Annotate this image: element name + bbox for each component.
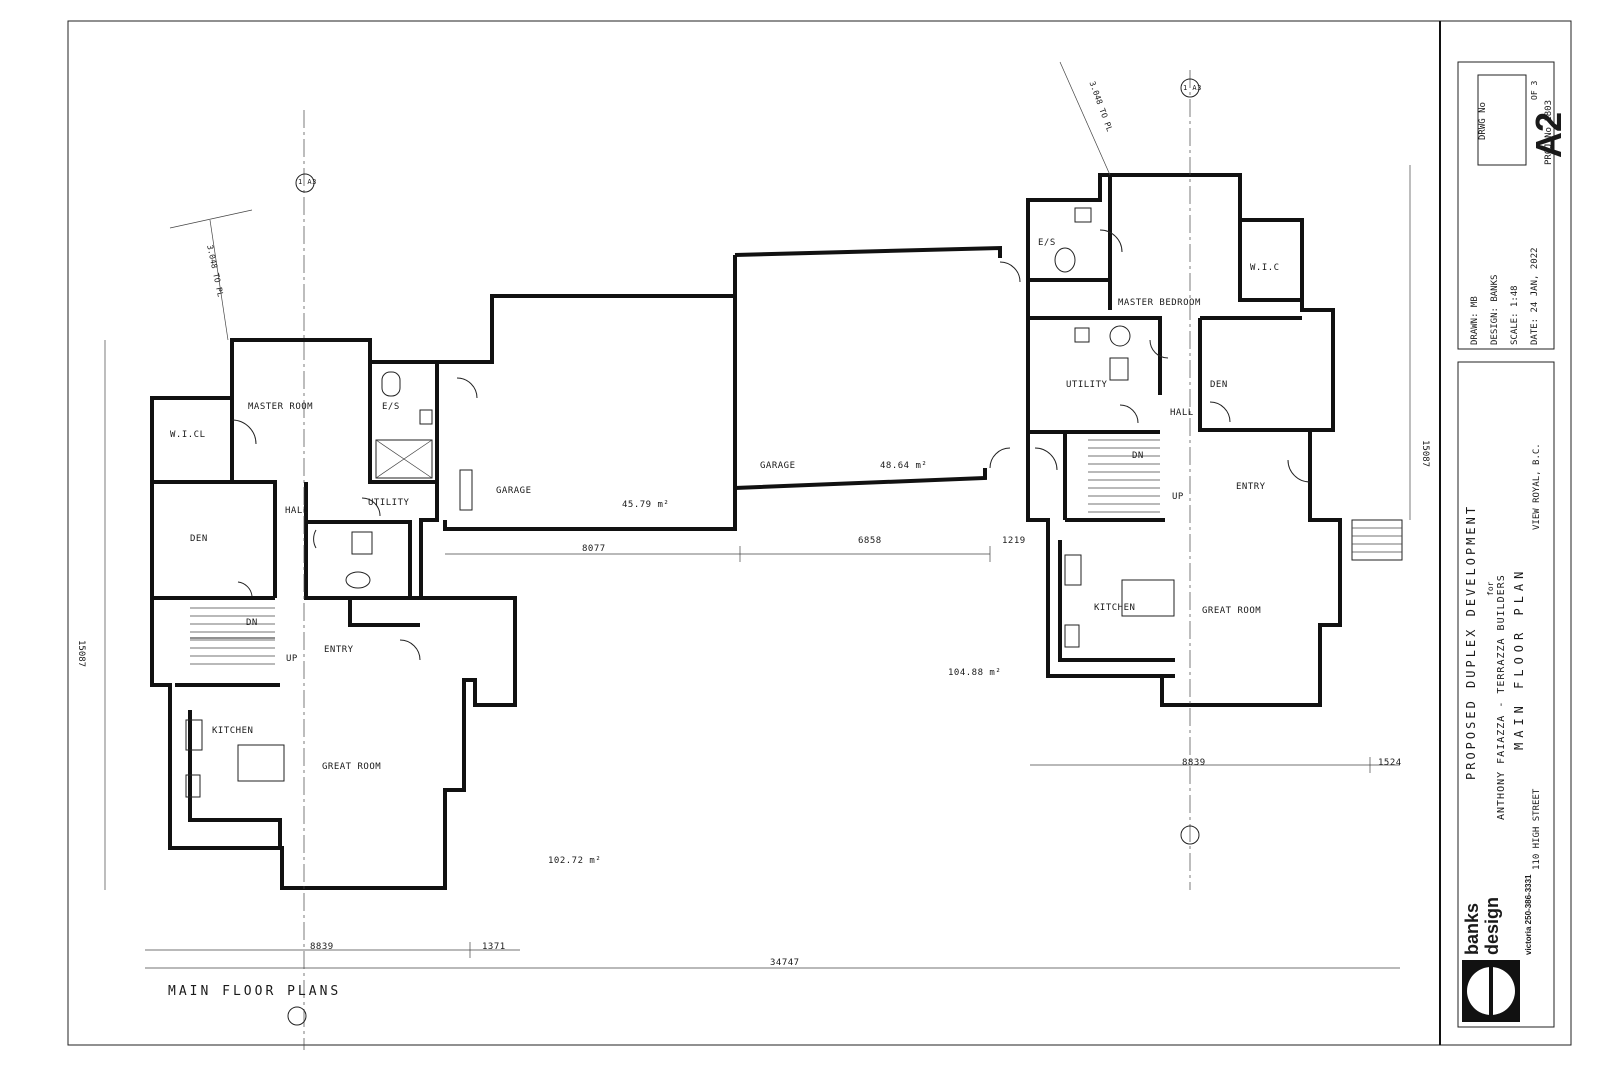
city-text: VIEW ROYAL, B.C. <box>1532 443 1542 530</box>
for-text: for <box>1486 581 1495 596</box>
right-kitchen-label: KITCHEN <box>1094 603 1136 613</box>
designed-by: DESIGN: BANKS <box>1490 274 1500 345</box>
drawing-title: MAIN FLOOR PLANS <box>168 984 342 999</box>
left-den-label: DEN <box>190 534 208 544</box>
dimension-lines <box>104 165 1411 969</box>
garages <box>437 245 1021 531</box>
dim-6858: 6858 <box>858 536 882 546</box>
left-section-marker-top <box>295 173 315 193</box>
title-block-bottom <box>1457 361 1555 1028</box>
date-text: DATE: 24 JAN, 2022 <box>1530 247 1540 345</box>
left-garage-label: GARAGE <box>496 486 532 496</box>
scale-text: SCALE: 1:48 <box>1510 285 1520 345</box>
dim-1219: 1219 <box>1002 536 1026 546</box>
right-garage-front <box>734 468 987 490</box>
right-unit <box>1026 61 1403 890</box>
left-great-room-label: GREAT ROOM <box>322 762 382 772</box>
right-dn-label: DN <box>1132 451 1144 461</box>
right-great-room-label: GREAT ROOM <box>1202 606 1262 616</box>
left-garage-area: 45.79 m² <box>622 500 670 510</box>
right-dim-bump: 1524 <box>1378 758 1402 768</box>
sheet-of: OF 3 <box>1530 80 1539 100</box>
left-dim-bump: 1371 <box>482 942 506 952</box>
left-shower <box>375 439 433 479</box>
left-up-label: UP <box>286 654 298 664</box>
right-lot-area: 104.88 m² <box>948 668 1002 678</box>
left-unit <box>150 110 517 1050</box>
right-stairs <box>1088 439 1160 513</box>
left-kitchen-island <box>237 744 285 782</box>
firm-name-line1: banks <box>1462 902 1482 955</box>
right-garage-area: 48.64 m² <box>880 461 928 471</box>
dim-overall-width: 34747 <box>770 958 800 968</box>
left-wic-label: W.I.CL <box>170 430 206 440</box>
dim-8077: 8077 <box>582 544 606 554</box>
left-entry-label: ENTRY <box>324 645 354 655</box>
title-block <box>1457 61 1555 1028</box>
title-block-top <box>1457 61 1555 350</box>
right-wic-label: W.I.C <box>1250 263 1280 273</box>
right-dim-depth: 15087 <box>1420 440 1430 468</box>
left-dim-width: 8839 <box>310 942 334 952</box>
left-kitchen-label: KITCHEN <box>212 726 254 736</box>
left-master-room-label: MASTER ROOM <box>248 402 314 412</box>
right-ensuite-label: E/S <box>1038 238 1056 248</box>
sheet-number-box <box>1477 74 1527 166</box>
right-hall-label: HALL <box>1170 408 1194 418</box>
right-entry-steps <box>1351 519 1403 561</box>
left-range <box>185 719 203 751</box>
right-dim-width: 8839 <box>1182 758 1206 768</box>
left-dim-depth: 15087 <box>76 640 86 668</box>
left-ensuite-label: E/S <box>382 402 400 412</box>
dwg-no-label: DRWG No <box>1478 102 1488 140</box>
left-section-marker-text: 1 A3 <box>298 178 317 186</box>
right-entry-label: ENTRY <box>1236 482 1266 492</box>
sheet-border <box>67 20 1572 1046</box>
firm-phone: victoria 250-386-3331 <box>1524 874 1533 956</box>
address-text: 110 HIGH STREET <box>1532 788 1542 870</box>
right-garage-label: GARAGE <box>760 461 796 471</box>
right-section-marker-bottom <box>1180 825 1200 845</box>
right-den-label: DEN <box>1210 380 1228 390</box>
left-exterior-wall <box>150 338 517 890</box>
project-number: PROJ No 1803 <box>1544 99 1554 165</box>
client-name: ANTHONY FAIAZZA - TERRAZZA BUILDERS <box>1496 574 1507 820</box>
left-stairs <box>190 607 275 665</box>
right-up-label: UP <box>1172 492 1184 502</box>
left-dn-label: DN <box>246 618 258 628</box>
right-utility-label: UTILITY <box>1066 380 1108 390</box>
left-hall-label: HALL <box>285 506 309 516</box>
right-kitchen-island <box>1121 579 1175 617</box>
left-toilet <box>381 371 401 397</box>
left-garage-wall <box>437 294 737 531</box>
right-master-bedroom-label: MASTER BEDROOM <box>1118 298 1201 308</box>
left-lot-area: 102.72 m² <box>548 856 602 866</box>
right-section-marker-top <box>1180 78 1200 98</box>
project-name: PROPOSED DUPLEX DEVELOPMENT <box>1464 503 1478 780</box>
drawn-by: DRAWN: MB <box>1470 296 1480 345</box>
left-section-marker-bottom <box>287 1006 307 1026</box>
left-utility-label: UTILITY <box>368 498 410 508</box>
right-section-marker-text: 1 A3 <box>1183 84 1202 92</box>
firm-name-line2: design <box>1482 896 1502 955</box>
sheet-title: MAIN FLOOR PLAN <box>1512 566 1526 750</box>
